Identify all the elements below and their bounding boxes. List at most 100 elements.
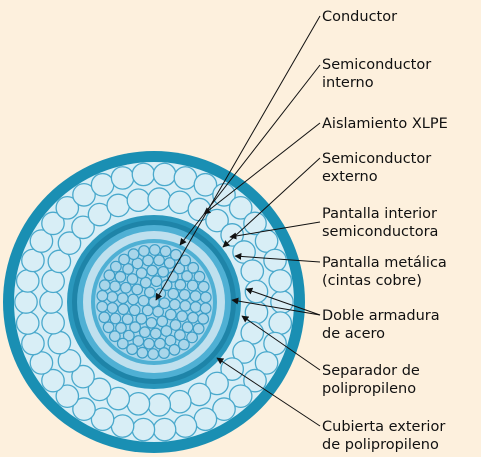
conductor-wire	[131, 283, 144, 296]
conductor-wire	[156, 315, 169, 328]
armour-wire	[110, 166, 135, 190]
label-conductor: Conductor	[322, 8, 397, 26]
armour-wire	[71, 364, 95, 389]
label-polypropylene-separator-line-2: polipropileno	[322, 381, 417, 397]
conductor-wire	[98, 311, 111, 324]
conductor-wire	[181, 270, 193, 282]
label-external-semiconductor-line-2: externo	[322, 169, 378, 185]
conductor-wire	[129, 321, 141, 334]
conductor-wire	[199, 291, 212, 304]
conductor-wire	[158, 347, 170, 359]
armour-wire	[87, 202, 112, 227]
conductor-wire	[168, 343, 181, 356]
armour-wire	[14, 290, 38, 314]
conductor-wire	[148, 244, 161, 256]
conductor-wire	[109, 312, 122, 325]
armour-wire	[55, 195, 80, 220]
conductor-wire	[98, 279, 111, 292]
armour-wire	[268, 311, 293, 335]
conductor-wire	[193, 270, 206, 283]
label-polypropylene-outer-sheath-line-2: de polipropileno	[322, 437, 439, 453]
armour-wire	[55, 384, 80, 409]
conductor-wire	[143, 337, 155, 350]
armour-wire	[41, 269, 65, 294]
conductor-wire	[153, 254, 165, 267]
label-external-semiconductor: Semiconductor externo	[322, 150, 431, 186]
conductor-wire	[121, 313, 134, 326]
armour-wire	[212, 182, 236, 207]
label-inner-semiconducting-screen-line-2: semiconductora	[322, 224, 439, 240]
conductor-wire	[186, 331, 199, 344]
armour-wire	[47, 249, 72, 274]
conductor-wire	[132, 335, 145, 347]
label-internal-semiconductor: Semiconductor interno	[322, 56, 431, 92]
armour-wire	[29, 229, 54, 253]
conductor-wire	[116, 337, 129, 350]
conductor-wire	[187, 311, 199, 324]
armour-wire	[15, 269, 40, 293]
armour-wire	[212, 397, 236, 422]
armour-wire	[131, 162, 156, 187]
armour-wire	[193, 172, 218, 197]
conductor-wire	[96, 289, 109, 302]
conductor-wire	[167, 287, 180, 300]
conductor-wire	[163, 257, 176, 269]
armour-wire	[71, 215, 95, 240]
label-polypropylene-separator-line-1: Separador de	[322, 363, 420, 379]
conductor-wire	[106, 291, 119, 303]
leader-line-polypropylene-separator	[241, 315, 321, 371]
armour-wire	[41, 368, 65, 393]
conductor-wire	[102, 321, 115, 334]
conductor-wire	[187, 261, 200, 274]
armour-wire	[110, 414, 135, 438]
label-external-semiconductor-line-1: Semiconductor	[322, 151, 432, 167]
label-internal-semiconductor-line-2: interno	[322, 75, 374, 91]
armour-wire	[41, 310, 65, 335]
armour-wire	[106, 193, 131, 218]
conductor-wire	[135, 267, 148, 279]
armour-wire	[57, 231, 82, 256]
armour-wire	[147, 393, 172, 417]
armour-wire	[173, 414, 198, 438]
armour-wire	[152, 417, 177, 442]
armour-wire	[205, 208, 229, 233]
label-inner-semiconducting-screen: Pantalla interior semiconductora	[322, 205, 438, 241]
armour-wire	[21, 331, 45, 356]
conductor-wire	[150, 275, 163, 288]
armour-wire	[106, 386, 131, 411]
label-metallic-screen-line-2: (cintas cobre)	[322, 273, 422, 289]
conductor-wire	[189, 301, 202, 313]
armour-wire	[72, 182, 96, 207]
leader-line-double-steel-armour-1	[245, 287, 321, 316]
label-xlpe-insulation: Aislamiento XLPE	[322, 115, 448, 133]
armour-wire	[15, 311, 40, 335]
conductor-wire	[186, 279, 199, 292]
conductor-wire	[197, 312, 210, 325]
label-metallic-screen: Pantalla metálica (cintas cobre)	[322, 254, 447, 290]
conductor-wire	[135, 312, 148, 325]
conductor-wire	[160, 279, 173, 292]
armour-wire	[126, 391, 151, 416]
armour-wire	[263, 248, 287, 273]
conductor-wire	[96, 300, 109, 313]
label-double-steel-armour: Doble armadura de acero	[322, 307, 440, 343]
conductor-wire	[159, 245, 172, 258]
label-inner-semiconducting-screen-line-1: Pantalla interior	[322, 206, 437, 222]
conductor-wire	[126, 343, 139, 356]
conductor-wire	[106, 302, 119, 314]
conductor-wire	[126, 273, 139, 285]
label-polypropylene-separator: Separador de polipropileno	[322, 362, 420, 398]
conductor-wire	[108, 330, 121, 343]
conductor-wire	[179, 299, 192, 312]
armour-wire	[228, 384, 253, 409]
conductor-wire	[109, 280, 121, 293]
leader-line-inner-semiconducting-screen	[229, 221, 321, 240]
label-polypropylene-outer-sheath: Cubierta exterior de polipropileno	[322, 418, 445, 454]
conductor-wire	[109, 260, 122, 273]
armour-wire	[232, 340, 256, 364]
conductor-wire	[181, 321, 194, 334]
conductor-wire	[146, 264, 159, 277]
leader-line-conductor	[155, 15, 321, 301]
